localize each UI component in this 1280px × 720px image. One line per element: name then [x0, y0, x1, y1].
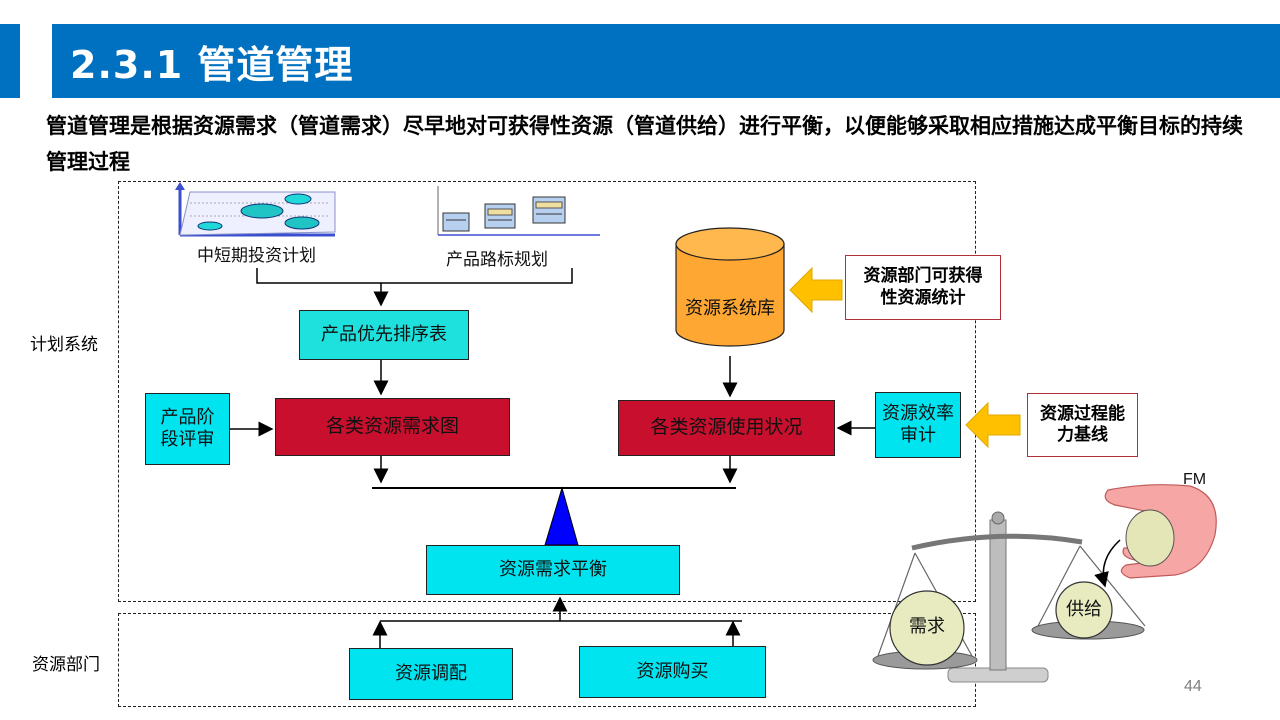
page-number: 44	[1184, 678, 1202, 695]
resource-allocation-box: 资源调配	[349, 648, 513, 700]
fulcrum-triangle	[544, 486, 579, 546]
header-accent-bar	[0, 24, 20, 98]
investment-plan-chart-icon	[175, 182, 336, 237]
orange-arrow-stats	[789, 266, 843, 314]
product-roadmap-plan-label: 产品路标规划	[446, 250, 548, 270]
balance-scale-illustration	[872, 484, 1217, 683]
scale-supply-label: 供给	[1066, 598, 1102, 620]
resource-database-cylinder	[675, 227, 785, 347]
resource-efficiency-audit-box: 资源效率审计	[875, 392, 961, 458]
product-priority-table-box: 产品优先排序表	[299, 310, 469, 360]
product-stage-review-box: 产品阶段评审	[145, 393, 230, 465]
page-subtitle: 管道管理是根据资源需求（管道需求）尽早地对可获得性资源（管道供给）进行平衡，以便…	[46, 114, 1243, 174]
resource-demand-chart-box: 各类资源需求图	[275, 398, 510, 456]
resource-purchase-box: 资源购买	[579, 646, 766, 698]
supply-ball	[1055, 581, 1113, 639]
resource-usage-status-box: 各类资源使用状况	[618, 400, 835, 456]
demand-ball	[889, 590, 965, 666]
midterm-investment-plan-label: 中短期投资计划	[197, 246, 316, 266]
roadmap-plan-icon	[437, 186, 600, 236]
resource-dept-label: 资源部门	[32, 655, 100, 675]
orange-arrow-baseline	[965, 401, 1021, 449]
page-title: 2.3.1 管道管理	[70, 43, 354, 87]
resource-database-label: 资源系统库	[685, 297, 775, 319]
scale-demand-label: 需求	[909, 615, 945, 637]
process-capability-baseline-box: 资源过程能力基线	[1027, 393, 1138, 457]
planning-system-region	[118, 181, 976, 602]
planning-system-label: 计划系统	[30, 335, 98, 355]
resource-demand-balance-box: 资源需求平衡	[426, 545, 680, 595]
hand-fm-label: FM	[1183, 471, 1207, 488]
header-bar	[52, 24, 1280, 98]
available-resource-stats-box: 资源部门可获得性资源统计	[845, 255, 1001, 320]
